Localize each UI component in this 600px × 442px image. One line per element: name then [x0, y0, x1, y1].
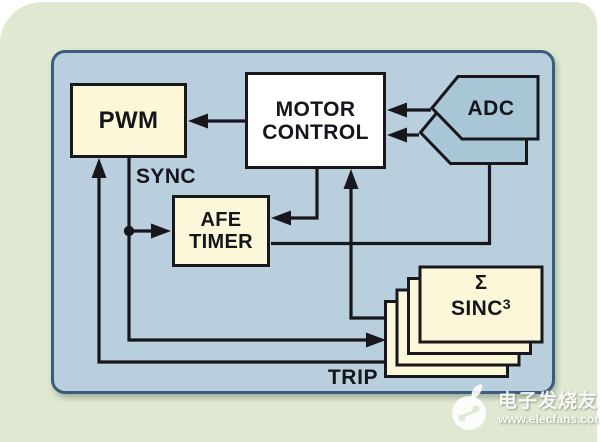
arrowhead-into-pwm-right: [188, 113, 208, 129]
adc-label: ADC: [467, 97, 515, 120]
motor-control-label-line1: MOTOR: [275, 97, 356, 121]
sinc-exponent: 3: [502, 296, 511, 312]
afe-timer-label-line1: AFE: [200, 209, 242, 231]
motor-control-block: MOTOR CONTROL: [245, 72, 386, 169]
arrowhead-into-afetimer-right: [271, 210, 291, 226]
sinc-sigma-label: Σ: [474, 272, 487, 294]
line-pwm-sync: [127, 158, 367, 342]
line-motorcontrol-to-afetimer: [290, 169, 319, 220]
arrowhead-adc1-into-motorcontrol: [387, 102, 407, 118]
pwm-label: PWM: [98, 106, 159, 134]
arrowhead-adc2-into-motorcontrol: [387, 127, 407, 143]
watermark-text: 电子发烧友 www.elecfans.com: [498, 382, 600, 426]
trip-signal-label: TRIP: [327, 366, 379, 389]
line-sinc-to-motorcontrol: [349, 188, 387, 320]
afe-timer-label-line2: TIMER: [189, 231, 253, 253]
arrowhead-trip-into-pwm-bottom: [91, 158, 107, 178]
pwm-block: PWM: [70, 83, 187, 158]
arrowhead-into-motorcontrol-bottom: [343, 169, 359, 189]
arrowhead-into-afetimer-left: [151, 223, 171, 239]
line-afetimer-to-adc: [271, 164, 492, 246]
watermark-title: 电子发烧友: [498, 391, 599, 412]
adc-front-shape: [429, 75, 540, 141]
motor-control-label-line2: CONTROL: [262, 120, 369, 144]
sinc-label: SINC3: [451, 296, 511, 320]
line-sinc-trip-to-pwm: [97, 177, 387, 364]
junction-dot: [123, 225, 135, 237]
sync-signal-label: SYNC: [136, 165, 196, 188]
watermark-url: www.elecfans.com: [498, 412, 600, 426]
elecfans-logo-icon: [452, 384, 486, 430]
sinc-card-1: [418, 265, 544, 344]
arrowhead-into-sinc-stack: [366, 332, 386, 348]
afe-timer-block: AFE TIMER: [172, 195, 270, 267]
watermark: 电子发烧友 www.elecfans.com: [446, 382, 600, 434]
